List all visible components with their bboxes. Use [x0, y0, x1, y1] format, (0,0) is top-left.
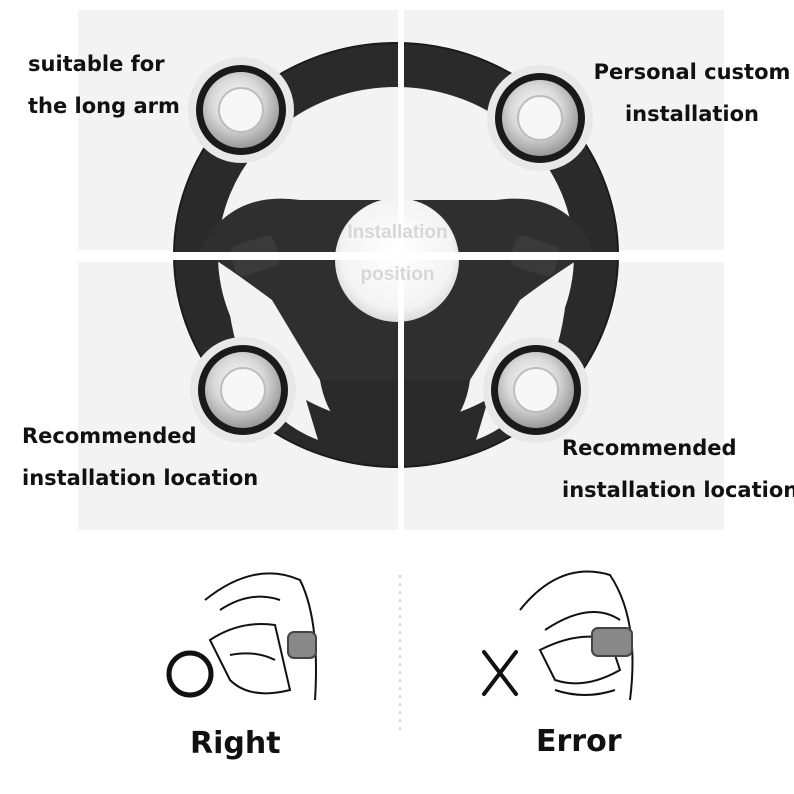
label-long-arm-line-2: the long arm	[28, 94, 180, 118]
spinner-knob-bottom-left	[190, 337, 296, 443]
label-rec-left-line-1: Recommended	[22, 424, 197, 448]
label-long-arm: suitable for the long arm	[28, 44, 180, 126]
label-recommended-left: Recommended installation location	[22, 416, 258, 498]
label-personal-custom: Personal custom installation	[592, 52, 792, 134]
label-rec-right-line-1: Recommended	[562, 436, 737, 460]
label-rec-right-line-2: installation location	[562, 478, 794, 502]
label-long-arm-line-1: suitable for	[28, 52, 165, 76]
circle-icon	[166, 650, 214, 698]
hand-right-usage-sketch	[204, 572, 317, 701]
label-rec-left-line-2: installation location	[22, 466, 259, 490]
x-icon	[482, 650, 518, 696]
label-custom-line-1: Personal custom	[593, 60, 791, 84]
error-label: Error	[536, 724, 622, 759]
center-label-line-1: Installation	[347, 222, 448, 243]
label-recommended-right: Recommended installation location	[562, 428, 794, 510]
label-custom-line-2: installation	[624, 102, 760, 126]
wheel-lower-spoke	[320, 380, 470, 460]
center-label-line-2: position	[360, 264, 435, 285]
spinner-knob-top-left	[188, 57, 294, 163]
spinner-knob-bottom-right	[483, 337, 589, 443]
spinner-knob-top-right	[487, 65, 593, 171]
right-label: Right	[190, 726, 281, 761]
hand-error-usage-sketch	[519, 570, 634, 701]
center-installation-text: Installation position	[335, 222, 460, 286]
